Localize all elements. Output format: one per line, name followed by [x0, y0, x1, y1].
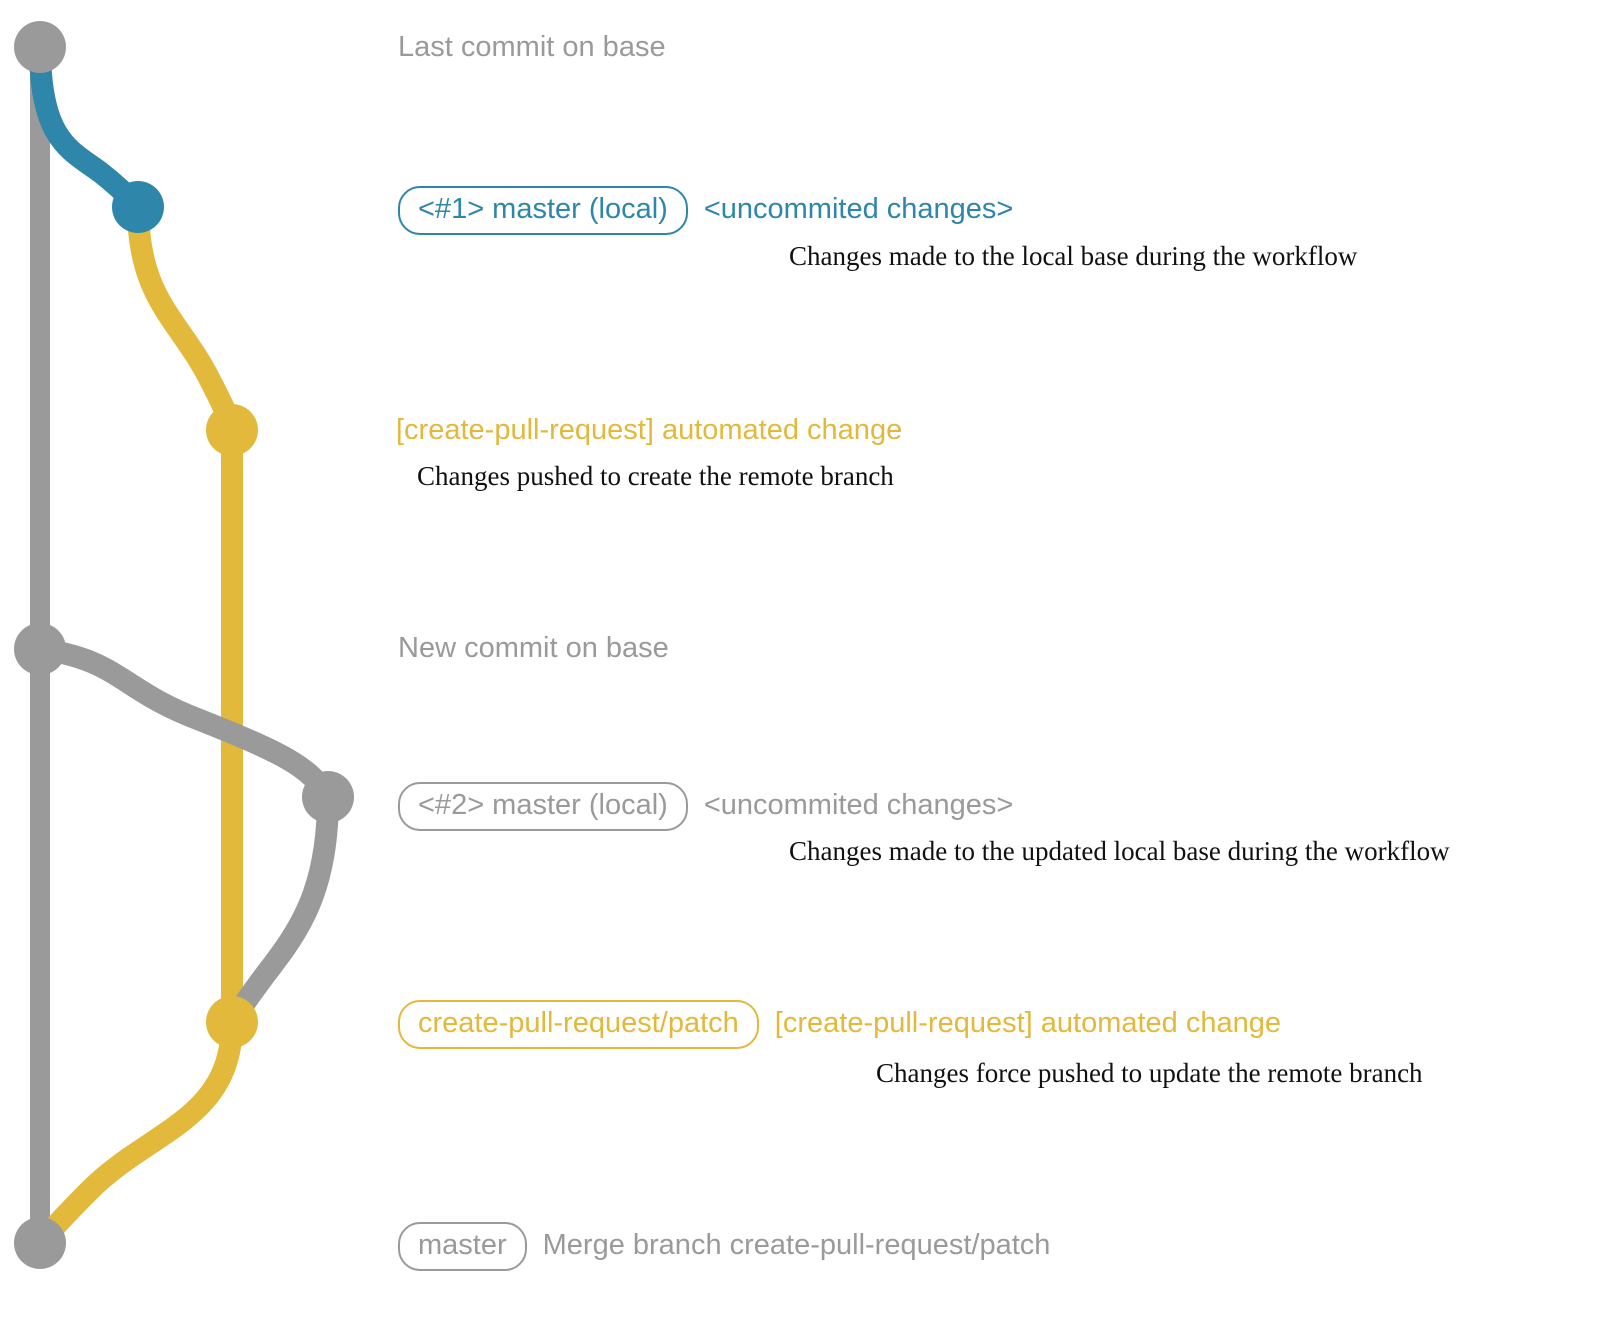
branch-badge-master-local-1[interactable]: <#1> master (local) — [398, 186, 688, 235]
branch-badge-create-pull-request-patch[interactable]: create-pull-request/patch — [398, 1000, 759, 1049]
commit-subject-new-commit-on-base: New commit on base — [398, 632, 669, 664]
branch-line-local-2 — [29, 638, 339, 808]
commit-node-remote-1[interactable] — [206, 404, 258, 456]
commit-row-merge-commit: master Merge branch create-pull-request/… — [398, 1222, 1050, 1271]
commit-description-remote-push-1: Changes pushed to create the remote bran… — [417, 461, 894, 491]
commit-subject-last-commit-on-base: Last commit on base — [398, 31, 666, 63]
branch-badge-master-local-2[interactable]: <#2> master (local) — [398, 782, 688, 831]
commit-subject-local-change-1: <uncommited changes> — [703, 193, 1014, 225]
commit-description-remote-push-2: Changes force pushed to update the remot… — [876, 1058, 1423, 1088]
commit-description-local-change-2: Changes made to the updated local base d… — [789, 836, 1450, 866]
commit-node-local-1[interactable] — [112, 181, 164, 233]
commit-subject-remote-push-1: [create-pull-request] automated change — [396, 414, 903, 446]
commit-description-local-change-1: Changes made to the local base during th… — [789, 241, 1358, 271]
commit-row-remote-push-2: create-pull-request/patch [create-pull-r… — [398, 1000, 1281, 1049]
branch-badge-master[interactable]: master — [398, 1222, 527, 1271]
commit-row-local-change-1: <#1> master (local) <uncommited changes> — [398, 186, 1013, 235]
commit-node-remote-2[interactable] — [206, 996, 258, 1048]
commit-row-local-change-2: <#2> master (local) <uncommited changes> — [398, 782, 1013, 831]
commit-node-base-new[interactable] — [14, 623, 66, 675]
commit-subject-remote-push-2: [create-pull-request] automated change — [774, 1007, 1281, 1039]
commit-subject-merge-commit: Merge branch create-pull-request/patch — [542, 1229, 1051, 1261]
commit-node-local-2[interactable] — [302, 771, 354, 823]
commit-node-base-last[interactable] — [14, 21, 66, 73]
commit-subject-local-change-2: <uncommited changes> — [703, 789, 1014, 821]
commit-node-base-merge[interactable] — [14, 1217, 66, 1269]
